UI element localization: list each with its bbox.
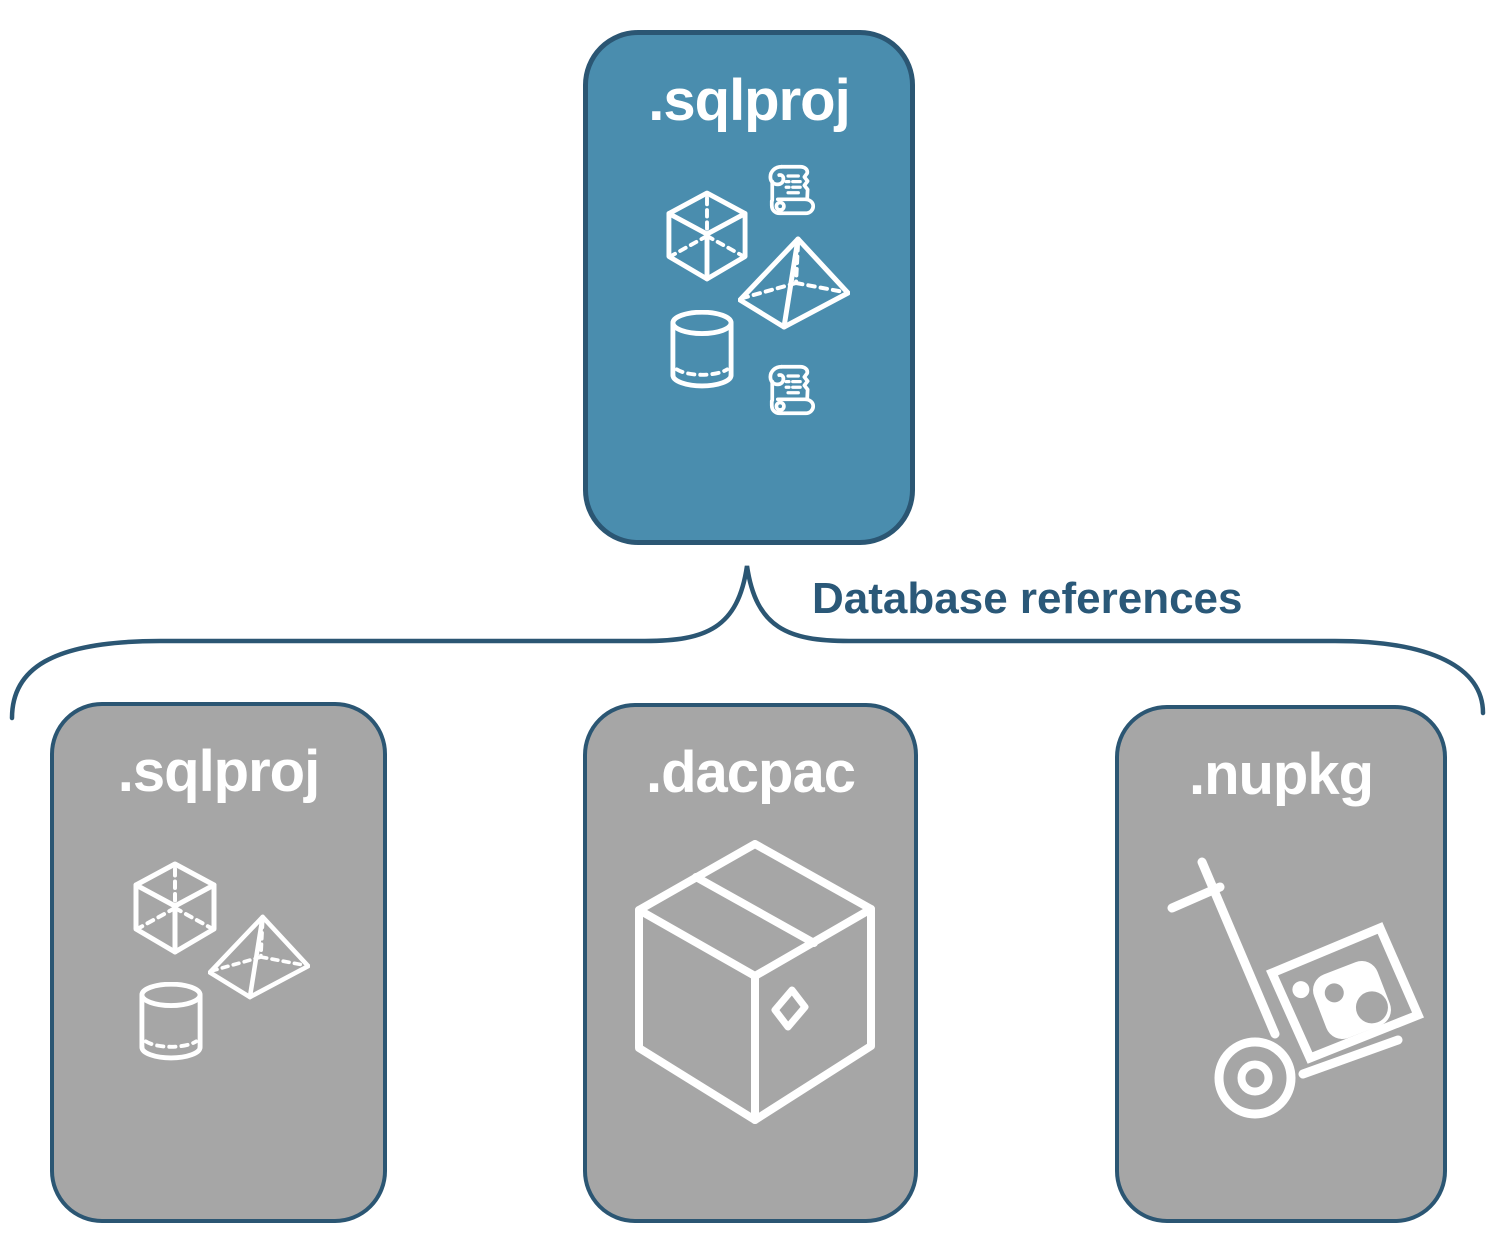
node-child-sqlproj: .sqlproj <box>50 702 387 1223</box>
node-child-nupkg: .nupkg <box>1115 705 1447 1223</box>
brace-path <box>9 565 1486 721</box>
nuget-logo <box>1292 961 1391 1039</box>
cube-icon <box>136 864 214 952</box>
sql-objects-icons <box>126 856 318 1070</box>
scroll-icon <box>768 164 816 216</box>
node-child-dacpac: .dacpac <box>583 703 918 1223</box>
pyramid-icon <box>210 917 308 997</box>
dolly-plate <box>1298 1035 1403 1079</box>
node-root-sqlproj: .sqlproj <box>583 30 915 545</box>
connector-label: Database references <box>812 574 1243 623</box>
cylinder-icon <box>142 984 200 1058</box>
hand-truck-nuget-icon <box>1167 857 1424 1119</box>
node-child-nupkg-title: .nupkg <box>1188 742 1374 807</box>
dolly-wheel <box>1214 1037 1296 1119</box>
node-root-title: .sqlproj <box>648 68 850 133</box>
dolly-rail <box>1197 857 1280 1039</box>
pyramid-icon <box>740 239 848 327</box>
cube-icon <box>669 193 745 279</box>
sql-objects-icons <box>650 164 856 416</box>
node-child-sqlproj-title: .sqlproj <box>117 739 320 804</box>
package-box-icon <box>635 840 875 1124</box>
nuget-package-outline <box>1266 922 1424 1064</box>
cylinder-icon <box>673 312 731 386</box>
scroll-icon <box>768 364 816 416</box>
node-child-dacpac-title: .dacpac <box>646 740 856 805</box>
